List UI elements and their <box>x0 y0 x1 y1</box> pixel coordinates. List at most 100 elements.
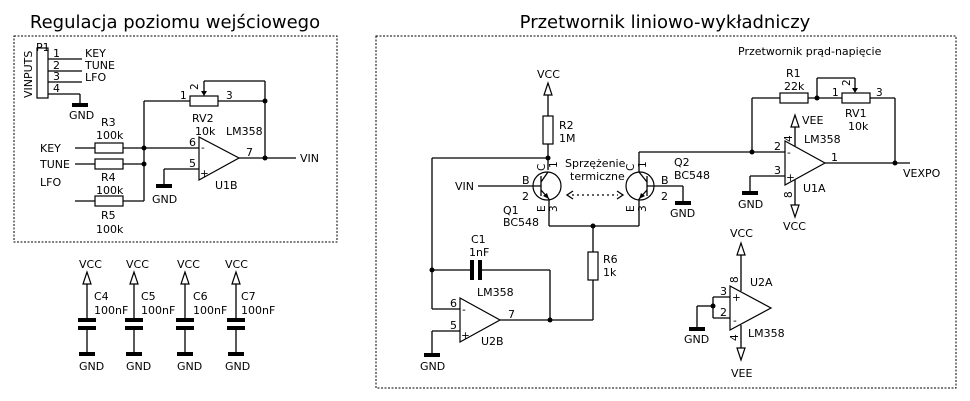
potentiometer-rv2: 1 3 2 RV2 10k <box>144 80 268 158</box>
u2a-vcc-label: VCC <box>730 227 753 240</box>
resistor-r2-branch: VCC R2 1M <box>432 68 576 170</box>
c7-ref: C7 <box>241 290 256 303</box>
input-resistors: KEY TUNE LFO R3 100k R4 100k R5 100k <box>39 101 147 236</box>
gnd-label: GND <box>69 109 94 122</box>
p1-pin3: 3 <box>53 70 60 83</box>
u1b-plus: + <box>200 168 209 180</box>
net-tune-label: TUNE <box>84 59 115 72</box>
rv1-pin2: 2 <box>841 79 853 86</box>
u2b-pin5: 5 <box>450 319 457 332</box>
rv1-ref: RV1 <box>845 107 867 120</box>
vin-output-label: VIN <box>300 152 319 165</box>
u1a-gnd-label: GND <box>738 198 763 211</box>
u2a-vee-label: VEE <box>731 367 752 380</box>
input-level-frame <box>13 35 338 243</box>
c1-value: 1nF <box>469 246 489 259</box>
c6-ref: C6 <box>193 290 208 303</box>
converter-frame <box>375 35 957 389</box>
r2-value: 1M <box>559 132 576 145</box>
input-tune-label: TUNE <box>39 158 70 171</box>
connector-p1: P1 VINPUTS 1 2 3 4 KEY TUNE LFO GND <box>22 41 115 122</box>
rv1-pin3: 3 <box>876 87 883 99</box>
r1-ref: R1 <box>786 67 801 80</box>
resistor-r4 <box>94 158 124 170</box>
net-key-label: KEY <box>85 47 106 60</box>
rv1-value: 10k <box>848 120 869 133</box>
q1-base-label: B <box>522 174 530 187</box>
opamp-u1a: GND VEXPO VEE VCC 2 3 1 4 8 - + LM358 U1… <box>738 113 941 233</box>
c7-vcc: VCC <box>225 258 248 271</box>
u1a-vee-label: VEE <box>802 114 823 127</box>
feedback-r1-rv1: R1 22k 1 3 2 RV1 10k <box>749 67 896 163</box>
u2a-pin2: 2 <box>720 306 727 319</box>
u1a-ref: U1A <box>803 182 826 195</box>
u2b-value: LM358 <box>477 286 514 299</box>
integrator-u2b: C1 1nF GND 6 5 7 - + LM358 U2B <box>420 158 553 373</box>
u1b-value: LM358 <box>226 125 263 138</box>
r6-ref: R6 <box>603 253 618 266</box>
transistor-q2: GND B 2 C 1 E 3 Q2 BC548 <box>625 151 752 226</box>
r4-value: 100k <box>96 184 124 197</box>
c6-gnd: GND <box>177 360 202 373</box>
left-section-title: Regulacja poziomu wejściowego <box>30 12 320 33</box>
transistor-q1: VIN B 2 C 1 E 3 Q1 BC548 <box>455 161 562 229</box>
c5-ref: C5 <box>141 290 156 303</box>
input-lfo-label: LFO <box>40 176 61 189</box>
u1b-ref: U1B <box>215 179 238 192</box>
subsection-title: Przetwornik prąd-napięcie <box>738 45 882 58</box>
u2a-plus: + <box>732 292 741 304</box>
rv2-pin1: 1 <box>180 90 187 102</box>
u1a-pin1: 1 <box>831 151 838 164</box>
c1-ref: C1 <box>471 233 486 246</box>
thermal-label-1: Sprzężenie <box>565 157 626 170</box>
u2b-minus: - <box>462 304 466 316</box>
cap-c7: VCC GND C7 100nF <box>225 258 275 373</box>
u2b-ref: U2B <box>481 335 504 348</box>
resistor-r5 <box>94 195 124 207</box>
q2-pin3: 3 <box>637 205 649 212</box>
u1a-pin2: 2 <box>774 140 781 153</box>
u1b-pin5: 5 <box>189 157 196 170</box>
cap-c4: VCC GND C4 100nF <box>78 258 128 373</box>
q1-value: BC548 <box>503 216 539 229</box>
u2a-minus: - <box>733 315 737 327</box>
q2-e: E <box>625 205 637 212</box>
u1b-minus: - <box>201 142 205 154</box>
u2b-gnd-label: GND <box>420 360 445 373</box>
c6-vcc: VCC <box>177 258 200 271</box>
rv2-pin3: 3 <box>226 90 233 102</box>
q1-e: E <box>536 205 548 212</box>
thermal-label-2: termiczne <box>570 170 625 183</box>
u2a-ref: U2A <box>750 276 773 289</box>
c6-value: 100nF <box>193 304 227 317</box>
c4-vcc: VCC <box>79 258 102 271</box>
q1-c: C <box>536 164 548 171</box>
p1-ref: P1 <box>36 41 50 54</box>
r5-ref: R5 <box>101 209 116 222</box>
vexpo-output-label: VEXPO <box>903 167 941 180</box>
rv2-ref: RV2 <box>192 112 214 125</box>
u2b-plus: + <box>461 330 470 342</box>
right-section-title: Przetwornik liniowo-wykładniczy <box>520 12 811 33</box>
q2-value: BC548 <box>674 169 710 182</box>
decoupling-caps: VCC GND C4 100nF VCC GND C5 100nF VCC <box>78 258 275 373</box>
c4-gnd: GND <box>79 360 104 373</box>
q1-pin3: 3 <box>548 205 560 212</box>
q2-base-label: B <box>661 174 669 187</box>
q1-pin1: 1 <box>548 161 560 168</box>
u1b-pin7: 7 <box>246 146 253 159</box>
opamp-u2a: VCC VEE GND 3 2 8 4 + - U2A LM358 <box>684 227 785 380</box>
cap-c5: VCC GND C5 100nF <box>125 258 175 373</box>
u2a-pin8: 8 <box>729 276 741 283</box>
c5-vcc: VCC <box>126 258 149 271</box>
net-lfo-label: LFO <box>85 71 106 84</box>
p1-pin2: 2 <box>53 59 60 72</box>
input-key-label: KEY <box>40 142 61 155</box>
u2a-value: LM358 <box>748 327 785 340</box>
q2-c: C <box>625 164 637 171</box>
p1-name: VINPUTS <box>22 51 35 98</box>
r4-ref: R4 <box>101 171 116 184</box>
rv1-pin1: 1 <box>832 87 839 99</box>
resistor-r3 <box>94 142 124 154</box>
